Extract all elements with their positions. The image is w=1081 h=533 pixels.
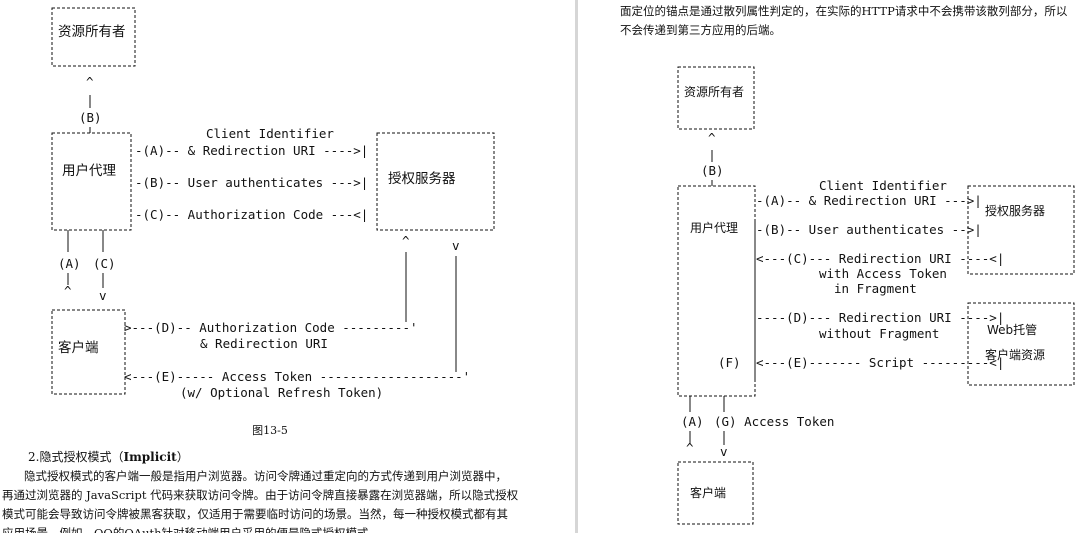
web-host-label: Web托管 bbox=[987, 322, 1037, 337]
caret-b: ^ bbox=[86, 74, 94, 89]
arrow-c-auth-code: -(C)-- Authorization Code ---<| bbox=[135, 207, 368, 222]
auth-server-box: 授权服务器 bbox=[376, 132, 495, 231]
in-fragment-note: in Fragment bbox=[834, 281, 917, 296]
arrow-d-redirection: & Redirection URI bbox=[200, 336, 328, 351]
arrow-b-user-auth: -(B)-- User authenticates -->| bbox=[756, 222, 982, 237]
document-page-right: 面定位的锚点是通过散列属性判定的，在实际的HTTP请求中不会携带该散列部分，所以… bbox=[578, 0, 1081, 533]
auth-server-label: 授权服务器 bbox=[985, 203, 1045, 218]
arrow-v-e: v bbox=[452, 238, 460, 253]
resource-owner-label: 资源所有者 bbox=[58, 24, 126, 40]
document-page-left: 资源所有者 ^ (B) 用户代理 授权服务器 Client Identifier… bbox=[2, 7, 542, 533]
implicit-flow-diagram: 资源所有者 ^ (B) 用户代理 授权服务器 Client Identifier… bbox=[677, 66, 1075, 525]
step-b-label: (B) bbox=[701, 163, 724, 178]
resource-owner-label: 资源所有者 bbox=[684, 85, 744, 99]
resource-owner-box: 资源所有者 bbox=[677, 66, 755, 130]
intro-paragraph: 面定位的锚点是通过散列属性判定的，在实际的HTTP请求中不会携带该散列部分，所以… bbox=[620, 2, 1080, 40]
user-agent-label: 用户代理 bbox=[62, 162, 116, 179]
refresh-token-note: (w/ Optional Refresh Token) bbox=[180, 385, 383, 400]
with-access-token-note: with Access Token bbox=[819, 266, 947, 281]
arrow-b-user-auth: -(B)-- User authenticates --->| bbox=[135, 175, 368, 190]
arrow-g-access-token: (G) Access Token bbox=[714, 414, 834, 429]
user-agent-label: 用户代理 bbox=[690, 220, 738, 235]
arrow-v-g: v bbox=[720, 444, 728, 459]
without-fragment-note: without Fragment bbox=[819, 326, 939, 341]
paragraph-line: 隐式授权模式的客户端一般是指用户浏览器。访问令牌通过重定向的方式传递到用户浏览器… bbox=[24, 469, 507, 483]
client-identifier-label: Client Identifier bbox=[206, 126, 334, 141]
step-c-label: (C) bbox=[93, 256, 116, 271]
page-divider bbox=[575, 0, 578, 533]
user-agent-box: 用户代理 bbox=[677, 185, 756, 397]
authorization-code-flow-diagram: 资源所有者 ^ (B) 用户代理 授权服务器 Client Identifier… bbox=[51, 7, 495, 400]
arrow-a-redirection: -(A)-- & Redirection URI ---->| bbox=[135, 143, 368, 158]
web-hosted-client-resource-box: Web托管 客户端资源 bbox=[967, 302, 1075, 386]
caret-a: ^ bbox=[686, 440, 694, 455]
figure-caption: 图13-5 bbox=[252, 424, 288, 437]
arrow-d-redirection: ----(D)--- Redirection URI ---->| bbox=[756, 310, 1004, 325]
user-agent-box: 用户代理 bbox=[51, 132, 132, 231]
client-box: 客户端 bbox=[51, 309, 126, 395]
step-a-label: (A) bbox=[58, 256, 81, 271]
step-b-label: (B) bbox=[79, 110, 102, 125]
paragraph-line: 面定位的锚点是通过散列属性判定的，在实际的HTTP请求中不会携带该散列部分，所以 bbox=[620, 4, 1068, 18]
caret-a: ^ bbox=[64, 283, 72, 298]
paragraph-line: 再通过浏览器的 JavaScript 代码来获取访问令牌。由于访问令牌直接暴露在… bbox=[2, 488, 519, 502]
section-heading: 2.隐式授权模式（Implicit） bbox=[28, 450, 189, 464]
arrow-e-access-token: <---(E)----- Access Token --------------… bbox=[124, 369, 470, 384]
client-identifier-label: Client Identifier bbox=[819, 178, 947, 193]
step-a-label: (A) bbox=[681, 414, 704, 429]
body-paragraph: 隐式授权模式的客户端一般是指用户浏览器。访问令牌通过重定向的方式传递到用户浏览器… bbox=[2, 467, 542, 533]
auth-server-label: 授权服务器 bbox=[388, 170, 456, 187]
arrow-v-c: v bbox=[99, 288, 107, 303]
auth-server-box: 授权服务器 bbox=[967, 185, 1075, 275]
client-label: 客户端 bbox=[690, 485, 726, 500]
client-box: 客户端 bbox=[677, 461, 754, 525]
arrow-e-script: <---(E)------- Script ---------<| bbox=[756, 355, 1004, 370]
arrow-c-redirection: <---(C)--- Redirection URI ----<| bbox=[756, 251, 1004, 266]
paragraph-line: 应用场景，例如，QQ的OAuth针对移动端用户采用的便是隐式授权模式。 bbox=[2, 526, 381, 533]
step-f-label: (F) bbox=[718, 355, 741, 370]
arrow-d-auth-code: >---(D)-- Authorization Code ---------' bbox=[124, 320, 418, 335]
arrow-a-redirection: -(A)-- & Redirection URI --->| bbox=[756, 193, 982, 208]
client-resource-label: 客户端资源 bbox=[985, 347, 1045, 362]
resource-owner-box: 资源所有者 bbox=[51, 7, 136, 67]
caret-b: ^ bbox=[708, 130, 716, 145]
caret-d: ^ bbox=[402, 233, 410, 248]
paragraph-line: 模式可能会导致访问令牌被黑客获取，仅适用于需要临时访问的场景。当然，每一种授权模… bbox=[2, 507, 508, 521]
paragraph-line: 不会传递到第三方应用的后端。 bbox=[620, 23, 781, 37]
client-label: 客户端 bbox=[58, 339, 99, 356]
